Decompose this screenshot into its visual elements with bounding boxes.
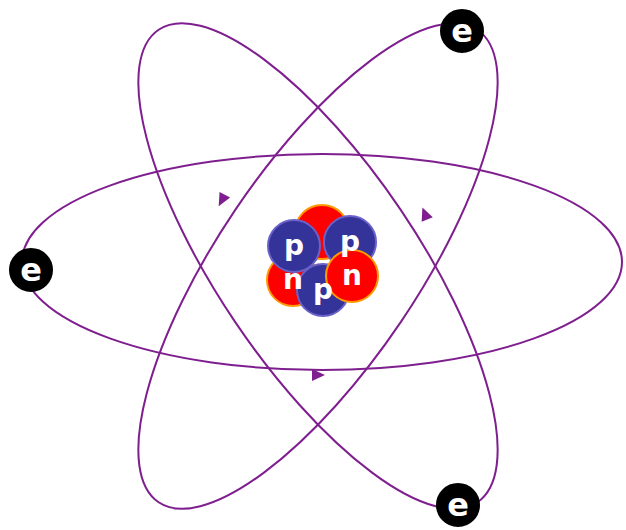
proton-label: p bbox=[313, 276, 333, 304]
orbit bbox=[76, 0, 561, 530]
neutron-label: n bbox=[342, 262, 362, 290]
proton: p bbox=[267, 219, 321, 273]
electron-label: e bbox=[20, 254, 42, 286]
electron: e bbox=[9, 248, 54, 293]
orbit-arrow bbox=[312, 369, 325, 381]
electron: e bbox=[436, 483, 481, 528]
electron: e bbox=[440, 9, 485, 54]
orbit-arrow bbox=[213, 192, 230, 209]
neutron: n bbox=[325, 249, 379, 303]
orbit bbox=[76, 0, 561, 530]
orbit-arrow bbox=[417, 205, 433, 222]
neutron-label: n bbox=[283, 266, 303, 294]
orbit bbox=[22, 154, 622, 370]
proton-label: p bbox=[284, 232, 304, 260]
electron-label: e bbox=[447, 489, 469, 521]
electron-label: e bbox=[451, 15, 473, 47]
proton-label: p bbox=[340, 228, 360, 256]
